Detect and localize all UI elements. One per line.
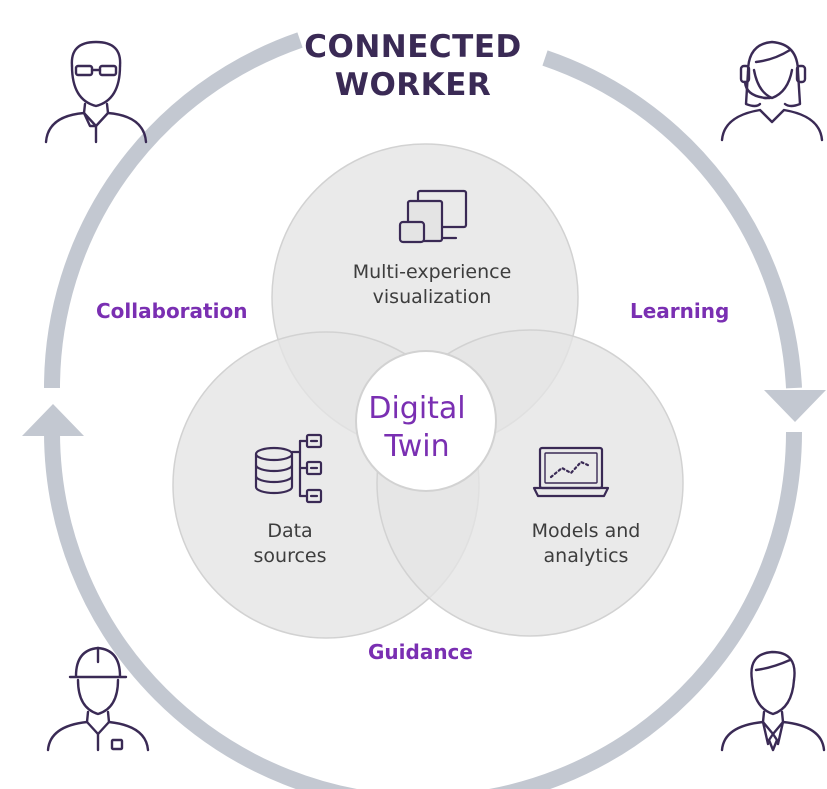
visualization-label-line-2: visualization [372, 286, 492, 308]
database-icon [254, 433, 323, 504]
engineer-glasses-icon [44, 40, 148, 144]
businessman-icon [720, 650, 826, 752]
models-analytics-label: Models and analytics [486, 519, 686, 569]
data-sources-label-line-1: Data [267, 520, 313, 542]
diagram-title: CONNECTED WORKER [263, 28, 563, 104]
center-circle [355, 350, 497, 492]
data-sources-label-line-2: sources [253, 545, 327, 567]
guidance-label: Guidance [368, 640, 473, 664]
collaboration-label: Collaboration [96, 299, 248, 323]
support-headset-icon [720, 40, 824, 142]
data-sources-label: Data sources [210, 519, 370, 569]
hardhat-worker-icon [46, 646, 150, 752]
laptop-chart-icon [532, 446, 610, 498]
title-line-1: CONNECTED [304, 29, 522, 65]
arrowhead-left [22, 404, 84, 436]
digital-twin-label: Digital Twin [342, 390, 492, 466]
visualization-label-line-1: Multi-experience [352, 261, 512, 283]
venn-circles [172, 143, 684, 639]
cycle-ring [44, 32, 802, 789]
title-line-2: WORKER [334, 67, 492, 103]
devices-icon [398, 189, 468, 244]
ring-arc-top-right [542, 50, 802, 389]
models-analytics-label-line-1: Models and [531, 520, 641, 542]
ring-arc-top-left [44, 32, 303, 389]
visualization-label: Multi-experience visualization [302, 260, 562, 310]
digital-twin-line-1: Digital [368, 391, 466, 426]
models-analytics-label-line-2: analytics [543, 545, 629, 567]
arrowhead-right [764, 390, 826, 422]
digital-twin-line-2: Twin [384, 429, 450, 464]
ring-arc-bottom [44, 431, 802, 789]
learning-label: Learning [630, 299, 730, 323]
